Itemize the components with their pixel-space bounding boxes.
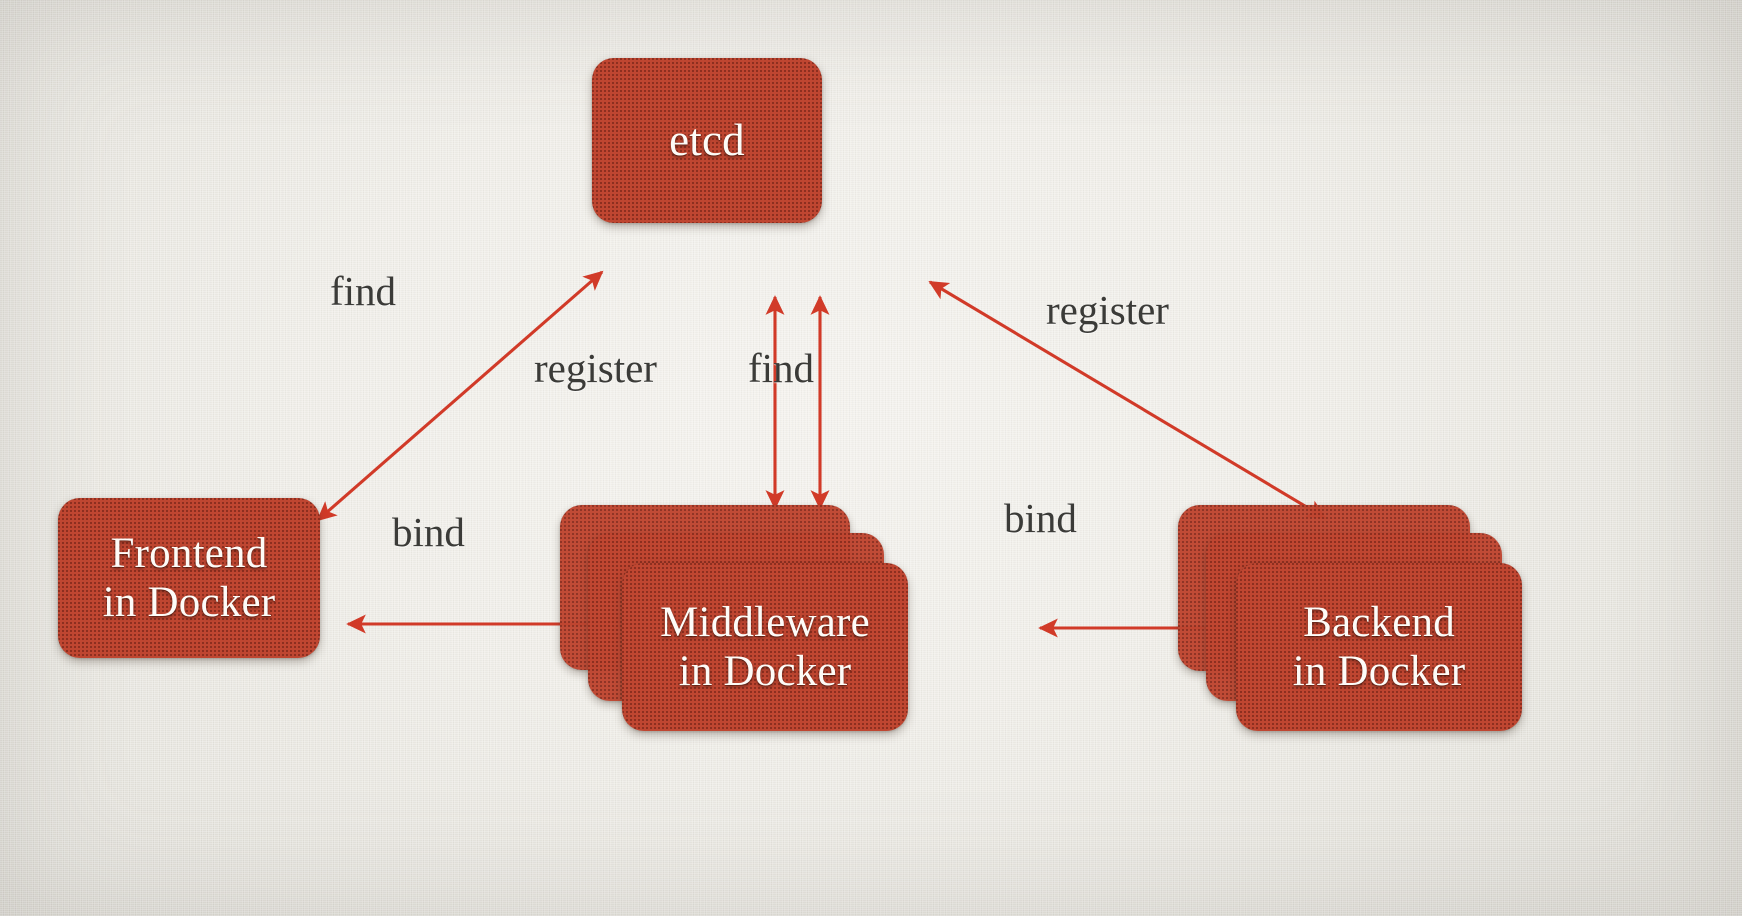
node-etcd[interactable]: etcd	[592, 58, 822, 223]
edge-register-right	[928, 280, 1327, 520]
node-backend-label: Backend in Docker	[1292, 598, 1466, 695]
edge-find-left	[316, 270, 604, 522]
edge-label-find-center: find	[748, 345, 815, 391]
node-middleware[interactable]: Middleware in Docker	[560, 505, 908, 731]
edge-label-find-left: find	[330, 268, 397, 314]
node-backend[interactable]: Backend in Docker	[1178, 505, 1522, 731]
edge-label-register-right: register	[1046, 287, 1169, 333]
edge-label-bind-left: bind	[392, 509, 465, 555]
node-backend-card[interactable]: Backend in Docker	[1236, 563, 1522, 731]
node-etcd-label: etcd	[669, 114, 745, 165]
node-middleware-card[interactable]: Middleware in Docker	[622, 563, 908, 731]
node-middleware-label: Middleware in Docker	[660, 598, 870, 695]
node-frontend-label: Frontend in Docker	[102, 529, 276, 626]
edge-label-register-center: register	[534, 345, 657, 391]
node-etcd-card[interactable]: etcd	[592, 58, 822, 223]
edge-label-bind-right: bind	[1004, 495, 1077, 541]
node-frontend-card[interactable]: Frontend in Docker	[58, 498, 320, 658]
node-frontend[interactable]: Frontend in Docker	[58, 498, 320, 658]
